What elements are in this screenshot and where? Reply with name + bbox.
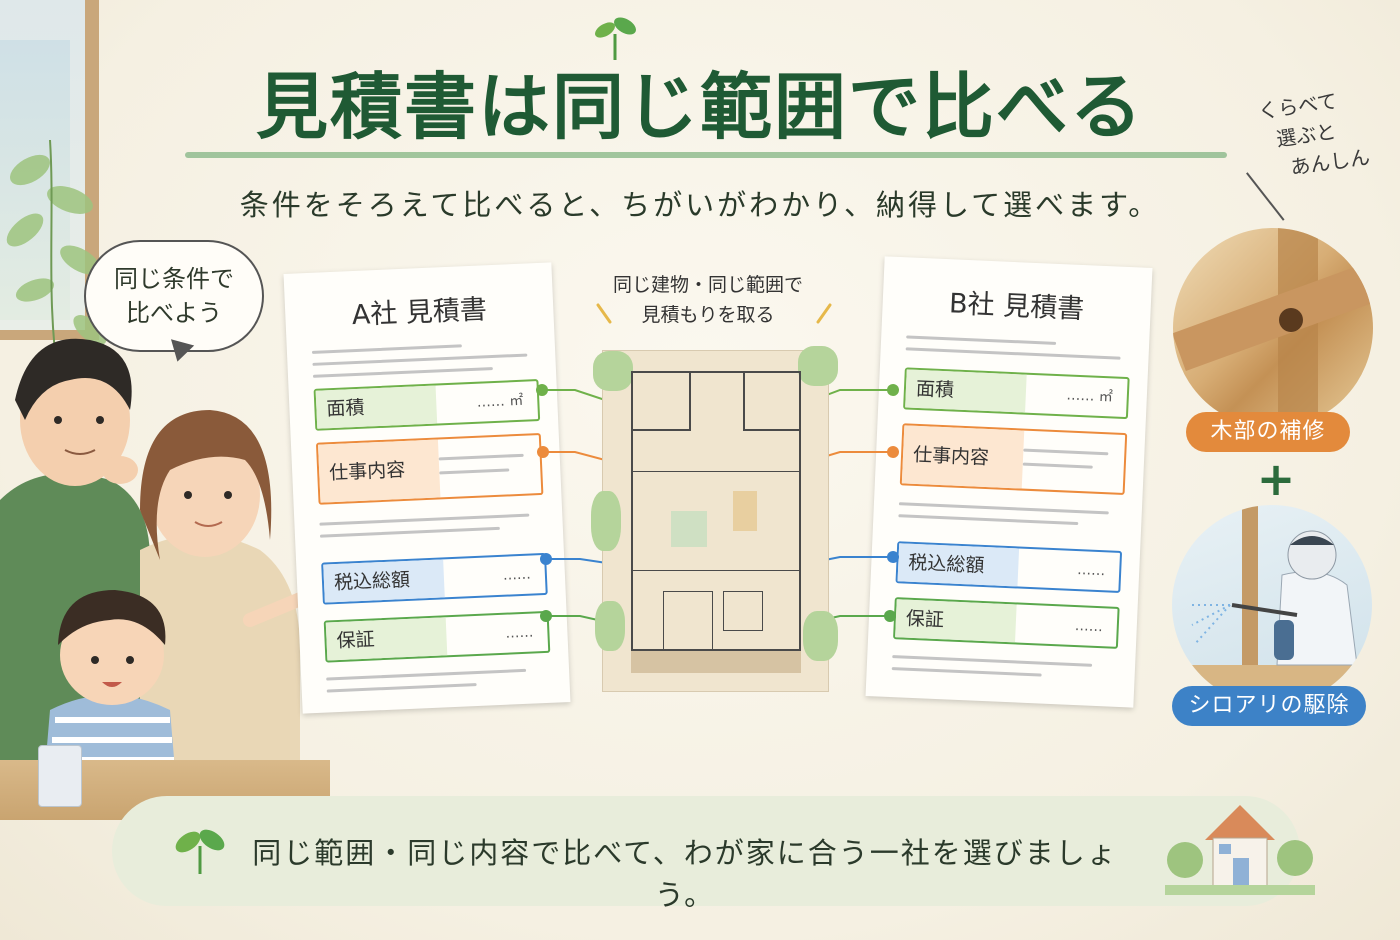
- family-illustration: [0, 338, 317, 770]
- text-line: [311, 344, 462, 354]
- footer-banner: [112, 796, 1300, 906]
- text-line: [312, 353, 528, 366]
- mug-illustration: [38, 745, 82, 807]
- termite-control-illustration: [1172, 505, 1372, 705]
- field-label: 面積: [905, 369, 1027, 413]
- plan-caption: 同じ建物・同じ範囲で 見積もりを取る: [598, 270, 818, 330]
- document-a-title: A社 見積書: [351, 294, 488, 332]
- field-total-tax-included: 税込総額 ……: [321, 552, 548, 605]
- pest-control-worker-icon: [1172, 505, 1372, 705]
- field-work-content: 仕事内容: [315, 432, 544, 505]
- field-warranty: 保証 ……: [893, 597, 1120, 649]
- field-label: 仕事内容: [318, 439, 441, 503]
- document-b-title: B社 見積書: [948, 288, 1085, 326]
- text-line: [312, 367, 493, 378]
- house-icon: [1165, 805, 1315, 895]
- field-label: 保証: [895, 599, 1017, 643]
- estimate-document-b: B社 見積書 面積 …… ㎡ 仕事内容 税込総額 …… 保証 ……: [865, 256, 1153, 708]
- field-value: …… ㎡: [476, 392, 524, 411]
- wood-repair-illustration: [1173, 228, 1373, 428]
- text-line: [1023, 448, 1109, 456]
- field-label: 仕事内容: [901, 425, 1025, 489]
- field-work-content: 仕事内容: [899, 423, 1128, 496]
- text-line: [905, 347, 1121, 360]
- field-warranty: 保証 ……: [323, 610, 551, 663]
- field-total-tax-included: 税込総額 ……: [895, 541, 1123, 593]
- plan-caption-line: 見積もりを取る: [641, 304, 775, 326]
- text-line: [319, 526, 500, 538]
- plus-icon: +: [1256, 452, 1296, 506]
- speech-bubble: 同じ条件で 比べよう: [84, 240, 264, 352]
- sprout-icon: [175, 829, 225, 874]
- sprout-icon: [595, 17, 636, 60]
- page-subtitle: 条件をそろえて比べると、ちがいがわかり、納得して選べます。: [239, 188, 1161, 222]
- field-label: 保証: [325, 617, 448, 661]
- field-value: ……: [502, 566, 532, 584]
- field-area: 面積 …… ㎡: [313, 379, 541, 431]
- floor-plan-illustration: [591, 346, 838, 692]
- plan-caption-line: 同じ建物・同じ範囲で: [612, 274, 803, 296]
- text-line: [319, 513, 530, 526]
- text-line: [1022, 462, 1093, 469]
- text-line: [439, 468, 510, 475]
- wood-repair-label: 木部の補修: [1186, 412, 1350, 452]
- text-line: [892, 655, 1093, 667]
- side-note: くらべて 選ぶと あんしん: [1246, 80, 1387, 221]
- field-value: ……: [505, 624, 534, 642]
- damaged-wood-icon: [1173, 228, 1373, 428]
- field-value: ……: [1076, 562, 1106, 580]
- estimate-document-a: A社 見積書 面積 …… ㎡ 仕事内容 税込総額 …… 保証 ……: [283, 262, 571, 714]
- text-line: [326, 668, 527, 681]
- text-line: [438, 453, 524, 461]
- field-value: ……: [1074, 618, 1104, 636]
- field-value: …… ㎡: [1066, 387, 1114, 406]
- field-label: 税込総額: [323, 559, 445, 603]
- text-line: [898, 502, 1109, 515]
- field-label: 税込総額: [897, 543, 1020, 587]
- speech-bubble-line: 比べよう: [126, 299, 222, 327]
- text-line: [898, 514, 1079, 526]
- field-label: 面積: [315, 385, 438, 429]
- footer-message: 同じ範囲・同じ内容で比べて、わが家に合う一社を選びましょう。: [252, 836, 1118, 912]
- plant-leaves-illustration: [6, 140, 107, 390]
- text-line: [326, 683, 477, 693]
- title-underline: [185, 152, 1227, 158]
- text-line: [891, 667, 1042, 677]
- field-area: 面積 …… ㎡: [903, 367, 1130, 420]
- speech-bubble-line: 同じ条件で: [114, 265, 234, 293]
- page-title: 見積書は同じ範囲で比べる: [255, 65, 1144, 149]
- text-line: [906, 335, 1057, 345]
- termite-control-label: シロアリの駆除: [1172, 686, 1366, 726]
